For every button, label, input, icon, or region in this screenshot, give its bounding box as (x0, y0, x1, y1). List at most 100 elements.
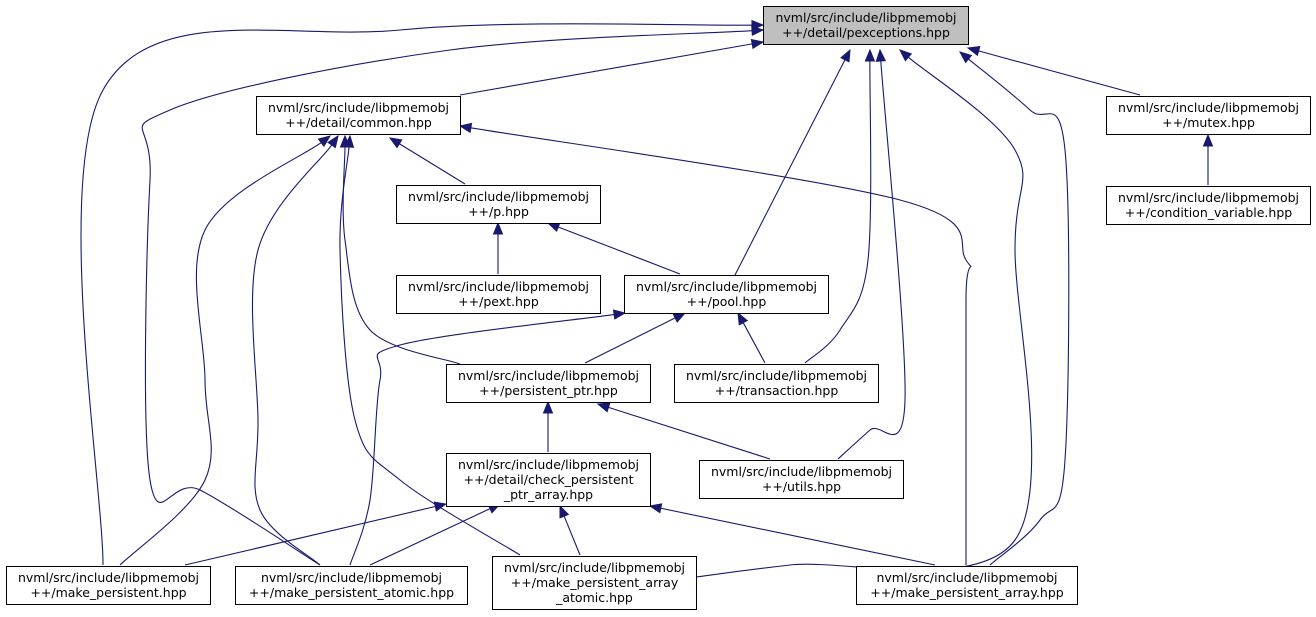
edge-mkpatomic-to-common (251, 134, 339, 566)
arrow-head-icon (864, 48, 876, 62)
edge-line (342, 146, 461, 365)
edge-line (978, 50, 1141, 96)
node-pool[interactable]: nvml/src/include/libpmemobj++/pool.hpp (624, 275, 829, 314)
node-box (446, 364, 651, 403)
node-p[interactable]: nvml/src/include/libpmemobj++/p.hpp (396, 185, 601, 224)
edge-line (459, 43, 753, 96)
node-label-line: nvml/src/include/libpmemobj (775, 10, 956, 25)
node-label-line: ++/condition_variable.hpp (1125, 205, 1292, 220)
edge-line (369, 508, 491, 566)
node-mkparratomic[interactable]: nvml/src/include/libpmemobj++/make_persi… (492, 556, 697, 610)
arrow-head-icon (648, 503, 663, 514)
edge-mkparr-to-checkpa (648, 503, 936, 566)
node-label-line: ++/make_persistent_atomic.hpp (249, 585, 454, 600)
node-label-line: nvml/src/include/libpmemobj (711, 464, 892, 479)
edge-line (584, 317, 676, 364)
node-label-line: ++/detail/pexceptions.hpp (782, 25, 950, 40)
node-label-line: ++/mutex.hpp (1162, 115, 1255, 130)
node-box (624, 275, 829, 314)
node-label-line: ++/p.hpp (468, 204, 529, 219)
node-label-line: nvml/src/include/libpmemobj (876, 570, 1057, 585)
node-box (396, 185, 601, 224)
node-label-line: ++/utils.hpp (762, 479, 841, 494)
node-box (446, 453, 651, 507)
edge-line (742, 322, 766, 364)
edge-mkparratomic-to-pexceptions (695, 49, 1033, 578)
arrow-head-icon (317, 135, 332, 148)
arrow-head-icon (672, 312, 687, 323)
node-mutex[interactable]: nvml/src/include/libpmemobj++/mutex.hpp (1106, 96, 1311, 135)
edge-checkpa-to-pptr (542, 400, 554, 452)
node-mkparr[interactable]: nvml/src/include/libpmemobj++/make_persi… (856, 566, 1078, 605)
node-label-line: nvml/src/include/libpmemobj (261, 570, 442, 585)
node-common[interactable]: nvml/src/include/libpmemobj++/detail/com… (256, 96, 461, 135)
edge-utils-to-pexceptions (837, 48, 906, 460)
edge-line (837, 60, 906, 460)
node-label-line: nvml/src/include/libpmemobj (458, 368, 639, 383)
node-label-line: nvml/src/include/libpmemobj (1118, 190, 1299, 205)
node-box (856, 566, 1078, 605)
arrow-head-icon (966, 45, 981, 57)
node-box (235, 566, 468, 605)
node-utils[interactable]: nvml/src/include/libpmemobj++/utils.hpp (699, 460, 904, 499)
node-box (396, 275, 601, 314)
node-label-line: nvml/src/include/libpmemobj (18, 570, 199, 585)
arrow-head-icon (751, 25, 765, 36)
edge-line (251, 144, 333, 566)
edge-transaction-to-pexceptions (804, 48, 876, 364)
node-label-line: _atomic.hpp (555, 590, 633, 605)
node-label-line: nvml/src/include/libpmemobj (504, 560, 685, 575)
arrow-head-icon (750, 38, 765, 50)
node-pptr[interactable]: nvml/src/include/libpmemobj++/persistent… (446, 364, 651, 403)
arrow-head-icon (612, 309, 627, 320)
node-condvar[interactable]: nvml/src/include/libpmemobj++/condition_… (1106, 186, 1311, 225)
arrow-head-icon (546, 222, 561, 233)
edge-line (80, 23, 753, 566)
edge-mkpatomic-to-checkpa (369, 503, 502, 566)
edge-pext-to-p (492, 221, 504, 274)
edge-line (660, 507, 936, 566)
edge-line (399, 143, 466, 185)
arrow-head-icon (343, 134, 355, 148)
edge-line (119, 142, 322, 566)
edge-line (695, 56, 1033, 578)
node-label-line: nvml/src/include/libpmemobj (1118, 100, 1299, 115)
edge-mkparr-to-common (458, 122, 972, 566)
arrow-head-icon (327, 134, 339, 149)
edge-transaction-to-pool (737, 311, 766, 364)
arrow-head-icon (875, 48, 887, 62)
arrow-head-icon (433, 501, 448, 512)
arrow-head-icon (1202, 133, 1214, 147)
arrow-head-icon (840, 48, 851, 63)
node-label-line: nvml/src/include/libpmemobj (408, 279, 589, 294)
node-box (6, 566, 211, 605)
node-box (763, 6, 969, 45)
node-checkpa[interactable]: nvml/src/include/libpmemobj++/detail/che… (446, 453, 651, 507)
edge-pool-to-p (546, 222, 681, 275)
node-pext[interactable]: nvml/src/include/libpmemobj++/pext.hpp (396, 275, 601, 314)
node-label-line: ++/make_persistent_array (511, 575, 679, 590)
edge-line (968, 58, 1070, 566)
edge-line (734, 59, 846, 276)
node-label-line: nvml/src/include/libpmemobj (458, 457, 639, 472)
edge-line (804, 60, 872, 364)
edge-mkpatomic-to-pool (349, 309, 627, 566)
edge-line (470, 127, 972, 566)
arrow-head-icon (542, 400, 554, 414)
node-pexceptions[interactable]: nvml/src/include/libpmemobj++/detail/pex… (763, 6, 969, 45)
edge-line (558, 226, 681, 275)
edge-pool-to-pexceptions (734, 48, 851, 276)
node-label-line: ++/persistent_ptr.hpp (479, 383, 618, 398)
node-label-line: nvml/src/include/libpmemobj (686, 368, 867, 383)
node-label-line: ++/detail/common.hpp (285, 115, 432, 130)
node-label-line: nvml/src/include/libpmemobj (408, 189, 589, 204)
edge-mkp-to-common (119, 135, 332, 566)
node-mkp[interactable]: nvml/src/include/libpmemobj++/make_persi… (6, 566, 211, 605)
node-mkpatomic[interactable]: nvml/src/include/libpmemobj++/make_persi… (235, 566, 468, 605)
node-label-line: ++/make_persistent_array.hpp (870, 585, 1063, 600)
arrow-head-icon (492, 221, 504, 235)
edge-line (349, 314, 615, 566)
node-label-line: nvml/src/include/libpmemobj (268, 100, 449, 115)
node-transaction[interactable]: nvml/src/include/libpmemobj++/transactio… (674, 364, 879, 403)
